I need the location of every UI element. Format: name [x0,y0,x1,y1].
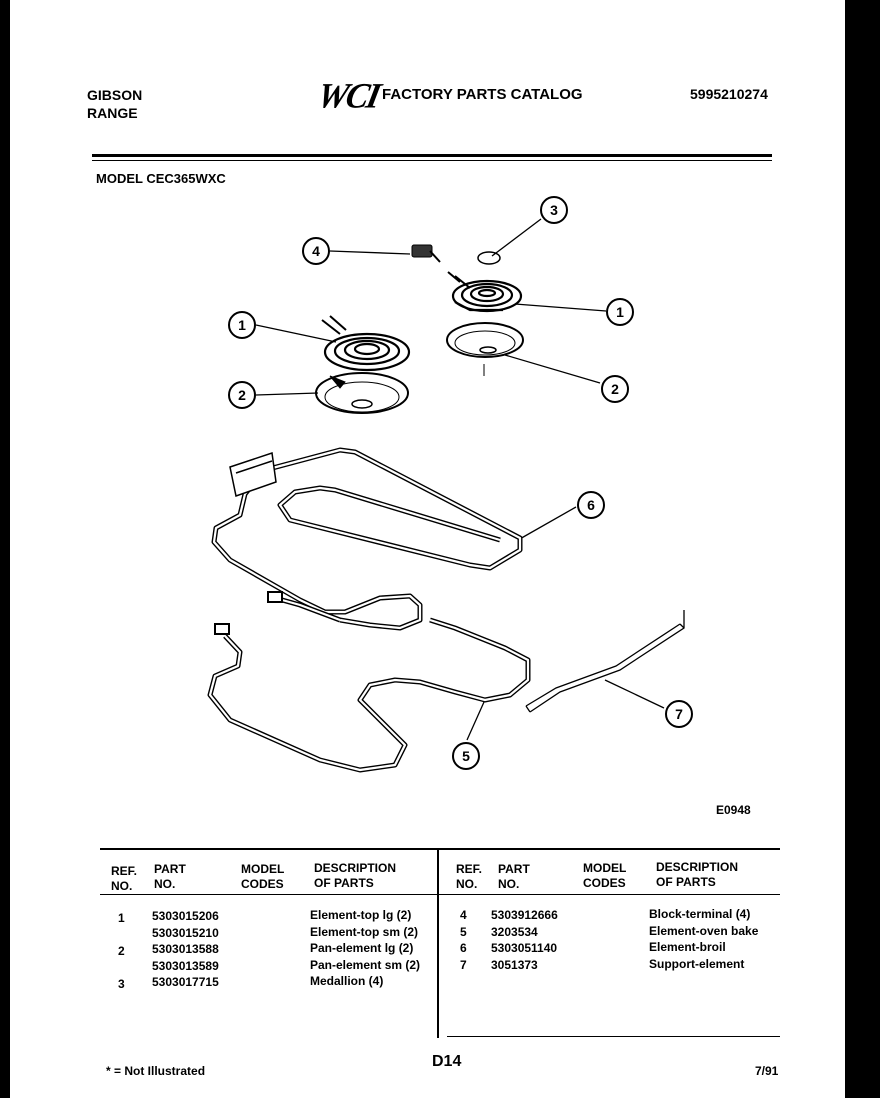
model-label: MODEL CEC365WXC [96,171,226,186]
header-rule-thin [92,160,772,161]
callout-4 [302,237,330,265]
leader-1-left [255,324,337,343]
callout-label: 7 [675,706,683,722]
table-cell: 5303912666 [491,908,558,922]
leader-4 [329,250,411,255]
callout-label: 6 [587,497,595,513]
table-cell: 3051373 [491,957,538,972]
table-cell: Medallion (4) [310,974,384,988]
surface-element-small [447,271,523,313]
leader-1-right [514,303,607,312]
table-cell: 5303017715 [152,975,219,989]
medallion-part [477,251,501,265]
brand-line1: GIBSON [87,87,143,103]
right-desc-column: Block-terminal (4) Element-oven bake Ele… [649,906,758,972]
callout-label: 1 [616,304,624,320]
table-cell: Element-top lg (2) [310,908,412,922]
left-desc-column: Element-top lg (2) Element-top sm (2) Pa… [310,907,420,990]
table-cell: Block-terminal (4) [649,907,751,921]
brand-line2: RANGE [87,105,138,121]
callout-5 [452,742,480,770]
leader-2-right [504,354,601,384]
table-cell [118,960,125,977]
left-ref-column: 1 2 3 [118,910,125,993]
broil-bracket [229,452,277,497]
support-element [525,610,685,713]
table-cell: Element-top sm (2) [310,924,419,939]
leader-5 [466,701,485,741]
table-cell: Element-oven bake [649,923,759,938]
table-cell: 5303013589 [152,958,219,973]
table-bottom-rule-right [447,1036,780,1037]
surface-element-large [321,315,411,372]
table-cell [118,927,125,944]
callout-2-left [228,381,256,409]
table-cell: 6 [460,941,467,955]
callout-label: 3 [550,202,558,218]
table-cell: 5 [460,924,467,939]
callout-1-right [606,298,634,326]
table-header-rule [100,894,780,895]
table-cell: Pan-element sm (2) [310,957,421,972]
callout-label: 1 [238,317,246,333]
not-illustrated-note: * = Not Illustrated [106,1064,206,1078]
callout-label: 2 [238,387,246,403]
page-code: D14 [432,1053,462,1070]
callout-6 [577,491,605,519]
leader-7 [604,679,665,709]
right-ref-column: 4 5 6 7 [460,907,467,973]
catalog-title: FACTORY PARTS CATALOG [382,86,583,103]
table-cell: 5303015206 [152,909,219,923]
leader-2-left [255,392,319,396]
table-cell: 3203534 [491,924,538,939]
callout-7 [665,700,693,728]
table-cell: 7 [460,957,467,972]
table-cell: 4 [460,908,467,922]
figure-code: E0948 [716,803,751,817]
table-cell: 5303013588 [152,942,219,956]
callout-3 [540,196,568,224]
callout-label: 5 [462,748,470,764]
table-cell: 5303051140 [491,941,558,955]
drip-pan-small [446,322,524,376]
leader-6 [517,506,577,541]
catalog-number: 5995210274 [690,86,768,102]
table-cell: 5303015210 [152,925,219,940]
drip-pan-large [315,372,409,414]
right-part-column: 5303912666 3203534 5303051140 3051373 [491,907,558,973]
catalog-date: 7/91 [755,1064,779,1078]
terminal-block-part [411,244,441,263]
table-cell: 2 [118,944,125,958]
callout-2-right [601,375,629,403]
table-cell: Pan-element lg (2) [310,941,414,955]
header-rule-thick [92,154,772,157]
callout-label: 4 [312,243,320,259]
callout-label: 2 [611,381,619,397]
table-divider [437,850,439,1038]
table-cell: 1 [118,911,125,925]
left-part-column: 5303015206 5303015210 5303013588 5303013… [152,908,219,991]
right-header-ref: REF.NO. [456,862,483,891]
table-cell: Support-element [649,956,745,971]
callout-1-left [228,311,256,339]
leader-3 [491,218,542,257]
table-cell: 3 [118,977,125,991]
table-cell: Element-broil [649,940,726,954]
catalog-page [10,0,845,1098]
left-header-ref: REF.NO. [111,864,138,893]
table-top-rule [100,848,780,850]
